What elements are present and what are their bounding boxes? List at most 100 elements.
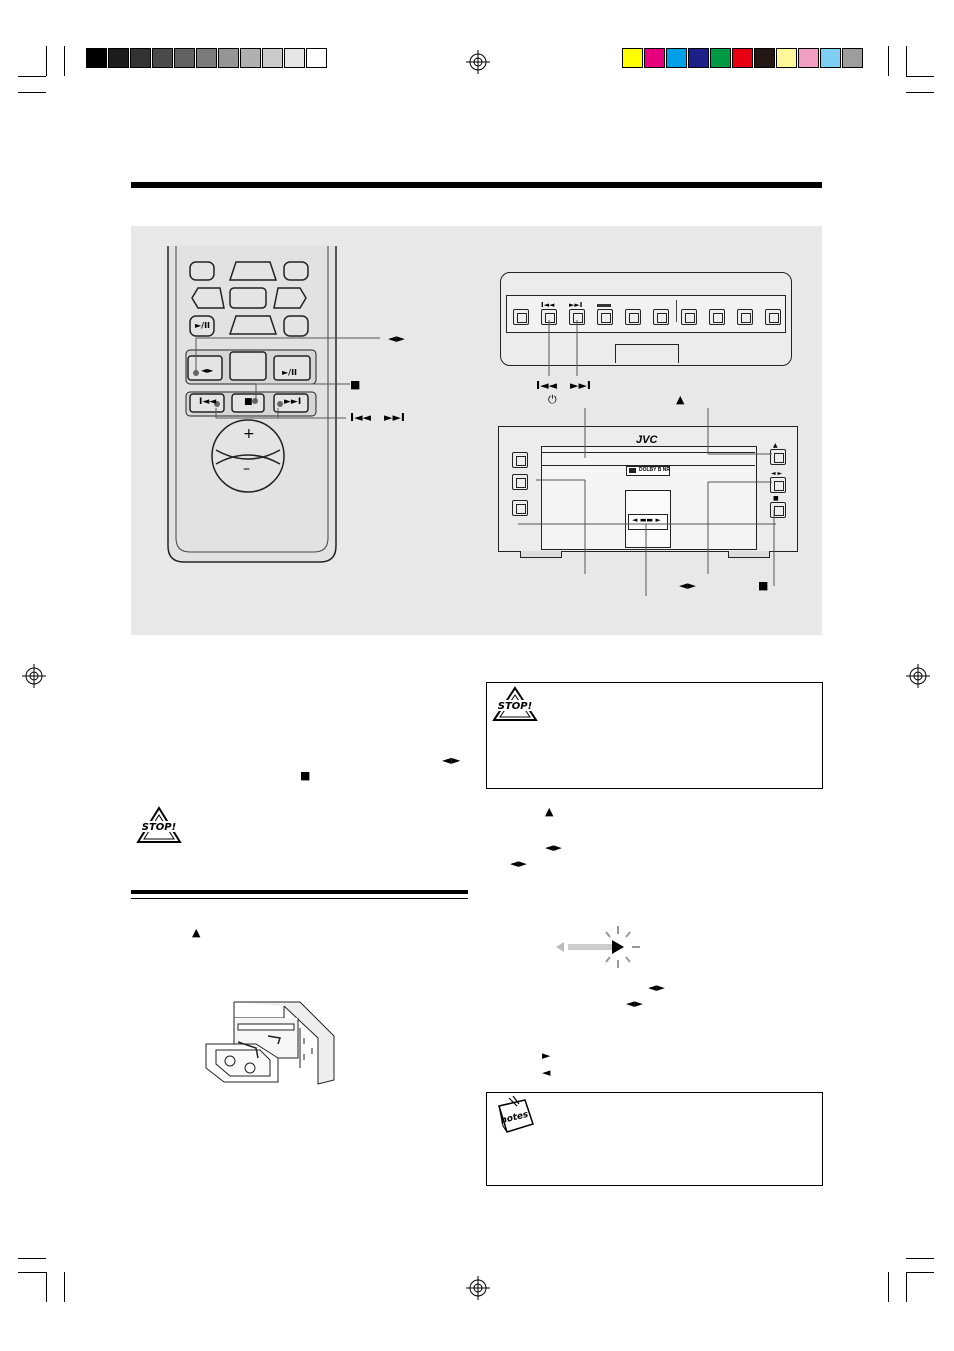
color-swatch-7 (754, 48, 775, 68)
deck-left-button-2[interactable] (512, 474, 528, 490)
gray-swatch-10 (284, 48, 305, 68)
remote-next-label: ►►I (284, 397, 302, 407)
crop-mark-tr-v2 (906, 46, 907, 76)
crop-mark-tl-h2 (18, 92, 46, 93)
remote-play-dir-label: ◄► (201, 366, 214, 375)
panel-button-prev[interactable] (541, 309, 557, 325)
deck-slot (541, 452, 755, 466)
remote-control-illustration (167, 246, 337, 563)
stop-warning-box (486, 682, 823, 789)
panel-button-7[interactable] (681, 309, 697, 325)
crop-mark-bl-h (18, 1258, 46, 1259)
callout-remote-play-dir: ◄► (388, 332, 405, 345)
callout-remote-stop: ■ (350, 378, 361, 391)
color-swatch-4 (688, 48, 709, 68)
color-swatch-9 (798, 48, 819, 68)
stop-warning-icon: STOP! (136, 806, 182, 843)
cassette-insert-illustration (205, 1001, 335, 1085)
remote-vol-minus: – (243, 461, 250, 477)
crop-mark-bl-h2 (18, 1272, 46, 1273)
remote-vol-plus: + (243, 426, 255, 442)
panel-button-4[interactable] (597, 309, 613, 325)
crop-mark-tl-v (46, 46, 47, 76)
deck-eject-button[interactable] (770, 449, 786, 465)
color-swatch-5 (710, 48, 731, 68)
crop-mark-br-v2 (906, 1272, 907, 1302)
color-swatch-2 (644, 48, 665, 68)
callout-top-next: ►►I (570, 379, 592, 392)
remote-callout-lines (195, 337, 380, 419)
gray-swatch-1 (86, 48, 107, 68)
callout-remote-skip-next: ►►I (384, 411, 406, 424)
stop-warning-icon: STOP! (492, 686, 538, 721)
forward-arrow-symbol: ► (542, 1049, 551, 1062)
remote-prev-label: I◄◄ (199, 397, 217, 407)
gray-swatch-5 (174, 48, 195, 68)
panel-button-9[interactable] (737, 309, 753, 325)
gray-swatch-11 (306, 48, 327, 68)
remote-play-pause-label-2: ►/II (282, 368, 298, 377)
callout-bottom-stop: ■ (758, 579, 769, 592)
deck-left-button-3[interactable] (512, 500, 528, 516)
color-swatch-1 (622, 48, 643, 68)
deck-callout-lines (518, 408, 776, 596)
svg-text:STOP!: STOP! (142, 822, 176, 833)
callout-eject: ▲ (676, 393, 685, 406)
gray-swatch-8 (240, 48, 261, 68)
deck-play-window[interactable] (628, 514, 668, 530)
panel-button-1[interactable] (513, 309, 529, 325)
section-rule (131, 890, 468, 894)
crop-mark-tr-h2 (906, 92, 934, 93)
blinking-indicator-illustration (556, 926, 640, 968)
gray-swatch-6 (196, 48, 217, 68)
crop-mark-tr-v (888, 46, 889, 76)
panel-button-5[interactable] (625, 309, 641, 325)
crop-mark-tl-h (18, 76, 46, 77)
callout-standby: ⏻ (548, 393, 557, 406)
callout-top-prev: I◄◄ (536, 379, 558, 392)
gray-swatch-7 (218, 48, 239, 68)
color-swatch-10 (820, 48, 841, 68)
right-play-dir-symbol-4: ◄► (626, 997, 643, 1010)
deck-play-button[interactable] (770, 477, 786, 493)
registration-target-icon (466, 1276, 490, 1300)
reverse-arrow-symbol: ◄ (542, 1066, 551, 1079)
panel-button-10[interactable] (765, 309, 781, 325)
remote-stop-label: ■ (244, 397, 253, 407)
notes-icon: notes (498, 1096, 534, 1133)
color-swatch-6 (732, 48, 753, 68)
crop-mark-br-v (888, 1272, 889, 1302)
panel-next-label: ►►I (569, 301, 583, 309)
deck-foot-right (728, 551, 770, 558)
gray-swatch-9 (262, 48, 283, 68)
deck-left-button-1[interactable] (512, 452, 528, 468)
right-eject-symbol: ▲ (545, 805, 554, 818)
deck-foot-left (520, 551, 562, 558)
top-unit-divider (676, 300, 677, 322)
left-stop-symbol: ■ (300, 769, 311, 782)
color-swatch-8 (776, 48, 797, 68)
crop-mark-tr-h (906, 76, 934, 77)
crop-mark-br-h2 (906, 1272, 934, 1273)
panel-label-bar (597, 304, 611, 307)
color-swatch-3 (666, 48, 687, 68)
deck-side-stop: ■ (773, 495, 779, 502)
header-rule (131, 182, 822, 188)
process-color-bar (622, 48, 866, 68)
deck-side-play: ◄ ► (771, 470, 783, 477)
top-unit-tray (615, 344, 679, 363)
registration-target-icon (466, 50, 490, 74)
right-play-dir-symbol-1: ◄► (545, 841, 562, 854)
dolby-logo: DOLBY B NR (626, 466, 670, 476)
callout-remote-skip-prev: I◄◄ (350, 411, 372, 424)
crop-mark-bl-v2 (64, 1272, 65, 1302)
panel-button-8[interactable] (709, 309, 725, 325)
color-swatch-11 (842, 48, 863, 68)
notes-box (486, 1092, 823, 1186)
registration-target-icon (906, 664, 930, 688)
panel-button-6[interactable] (653, 309, 669, 325)
right-play-dir-symbol-3: ◄► (648, 981, 665, 994)
dolby-mark-icon (629, 468, 636, 473)
registration-target-icon (22, 664, 46, 688)
gray-swatch-2 (108, 48, 129, 68)
